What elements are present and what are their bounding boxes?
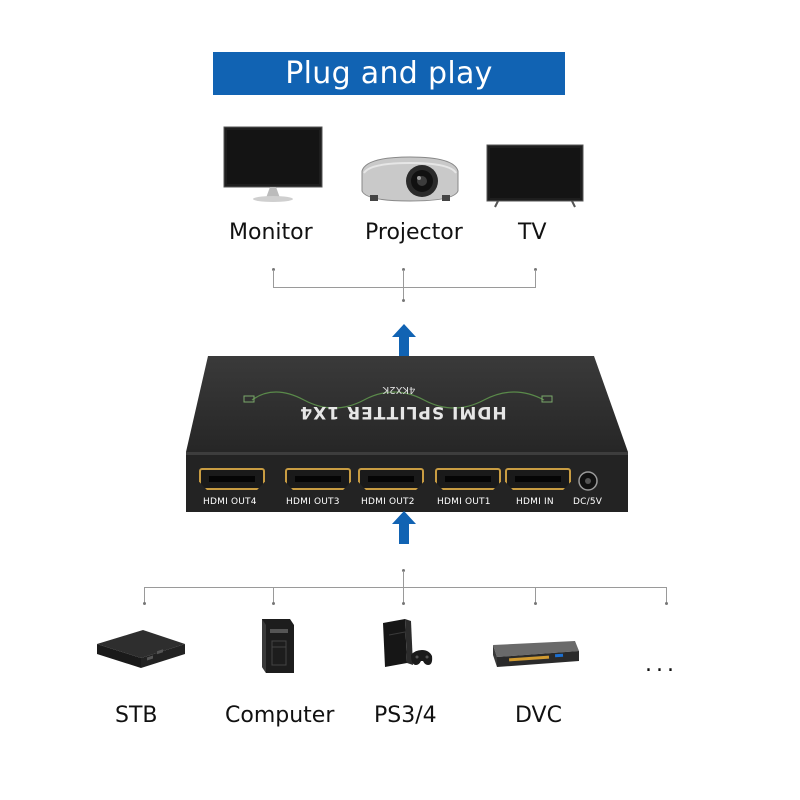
computer-icon <box>262 619 294 673</box>
connector-dot <box>272 268 275 271</box>
connector-dot <box>272 602 275 605</box>
connector-line <box>273 587 274 604</box>
connector-dot <box>534 268 537 271</box>
connector-dot <box>665 602 668 605</box>
device-name-text: HDMI SPLITTER 1X4 <box>299 402 507 422</box>
hdmi-out4-port <box>199 468 265 490</box>
dvc-label: DVC <box>515 703 562 728</box>
arrow-up-icon <box>392 511 416 544</box>
ps-label: PS3/4 <box>374 703 437 728</box>
page-title: Plug and play <box>285 56 493 91</box>
tv-icon <box>486 144 584 208</box>
stb-label: STB <box>115 703 158 728</box>
port-label: DC/5V <box>573 497 603 507</box>
computer-label: Computer <box>225 703 335 728</box>
device-name: HDMI SPLITTER 1X4 <box>296 402 510 422</box>
port-label: HDMI OUT1 <box>437 497 491 507</box>
device-resolution: 4KX2K <box>372 384 426 395</box>
arrow-up-icon <box>392 324 416 357</box>
connector-line <box>403 270 404 301</box>
projector-icon <box>361 156 459 202</box>
page-title-banner: Plug and play <box>213 52 565 95</box>
port-label: HDMI OUT2 <box>361 497 415 507</box>
hdmi-out1-port <box>435 468 501 490</box>
hdmi-out2-port <box>358 468 424 490</box>
hdmi-in-port <box>505 468 571 490</box>
hdmi-out3-port <box>285 468 351 490</box>
stb-icon <box>97 630 185 668</box>
monitor-label: Monitor <box>229 220 313 245</box>
connector-line <box>144 587 667 588</box>
connector-line <box>535 587 536 604</box>
connector-line <box>273 270 274 287</box>
connector-dot <box>402 602 405 605</box>
port-label: HDMI IN <box>516 497 554 507</box>
connector-dot <box>402 569 405 572</box>
connector-dot <box>534 602 537 605</box>
tv-label: TV <box>518 220 547 245</box>
port-label: HDMI OUT3 <box>286 497 340 507</box>
connector-dot <box>402 299 405 302</box>
connector-dot <box>143 602 146 605</box>
connector-dot <box>402 268 405 271</box>
connector-line <box>144 587 145 604</box>
dvd-player-icon <box>493 641 579 667</box>
connector-line <box>273 287 536 288</box>
connector-line <box>666 587 667 604</box>
hdmi-splitter-device <box>186 356 628 512</box>
game-console-icon <box>383 619 433 667</box>
projector-label: Projector <box>365 220 463 245</box>
connector-line <box>535 270 536 287</box>
monitor-icon <box>223 126 323 202</box>
device-resolution-text: 4KX2K <box>382 384 416 395</box>
dc-power-port <box>578 471 598 491</box>
port-label: HDMI OUT4 <box>203 497 257 507</box>
more-indicator: ... <box>645 652 678 677</box>
